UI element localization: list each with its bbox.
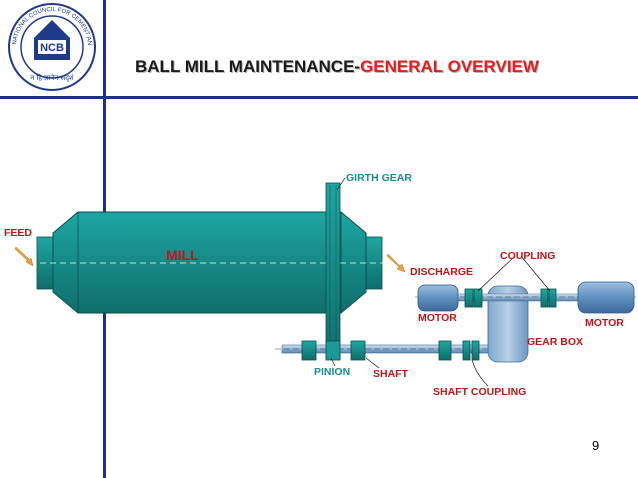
pinion-gear: [325, 340, 341, 361]
shaft-coupling-center: [462, 340, 471, 361]
right-motor: [577, 281, 635, 314]
logo-hindi-text: न हि ज्ञानेन सदृशं: [30, 73, 74, 82]
slide-title: BALL MILL MAINTENANCE-GENERAL OVERVIEW: [135, 57, 539, 77]
ncb-logo: NCB NATIONAL COUNCIL FOR CEMENT AND BUIL…: [4, 0, 96, 91]
title-accent: GENERAL OVERVIEW: [360, 57, 539, 76]
page-number: 9: [592, 438, 600, 453]
pinion-label: PINION: [314, 366, 351, 378]
shaft-coupling-label: SHAFT COUPLING: [433, 386, 527, 398]
title-main: BALL MILL MAINTENANCE-: [135, 57, 361, 76]
girth-gear-label: GIRTH GEAR: [346, 172, 412, 184]
feed-arrow: [14, 246, 34, 267]
discharge-arrow: [386, 253, 406, 273]
shaft-leader: [365, 357, 380, 369]
left-motor: [417, 284, 459, 312]
pinion-leader: [330, 357, 336, 367]
shaft-coupling-right-half: [471, 340, 480, 361]
coupling-left-b: [473, 288, 483, 308]
coupling-right-b: [548, 288, 557, 308]
girth-gear: [325, 182, 341, 360]
coupling-leader-left: [477, 255, 516, 292]
discharge-label: DISCHARGE: [410, 266, 474, 278]
shaft-coupling-left-half: [438, 340, 452, 361]
right-motor-label: MOTOR: [585, 317, 624, 329]
left-motor-label: MOTOR: [418, 312, 457, 324]
coupling-right-a: [540, 288, 549, 308]
gear-box: [487, 285, 529, 363]
logo-abbr: NCB: [40, 42, 64, 54]
horizontal-frame-line: [0, 96, 638, 99]
coupling-label: COUPLING: [500, 250, 556, 262]
pinion-bearing-left: [301, 340, 317, 361]
shaft-label: SHAFT: [373, 368, 408, 380]
coupling-left-a: [464, 288, 474, 308]
mill-label: MILL: [166, 247, 199, 263]
coupling-leader-right: [520, 255, 551, 292]
gear-box-label: GEAR BOX: [527, 336, 584, 348]
girth-gear-leader: [336, 177, 346, 191]
mill-shell: [52, 211, 367, 314]
pinion-bearing-right: [350, 340, 366, 361]
feed-label: FEED: [4, 227, 33, 239]
shaft-coupling-leader: [471, 359, 489, 387]
